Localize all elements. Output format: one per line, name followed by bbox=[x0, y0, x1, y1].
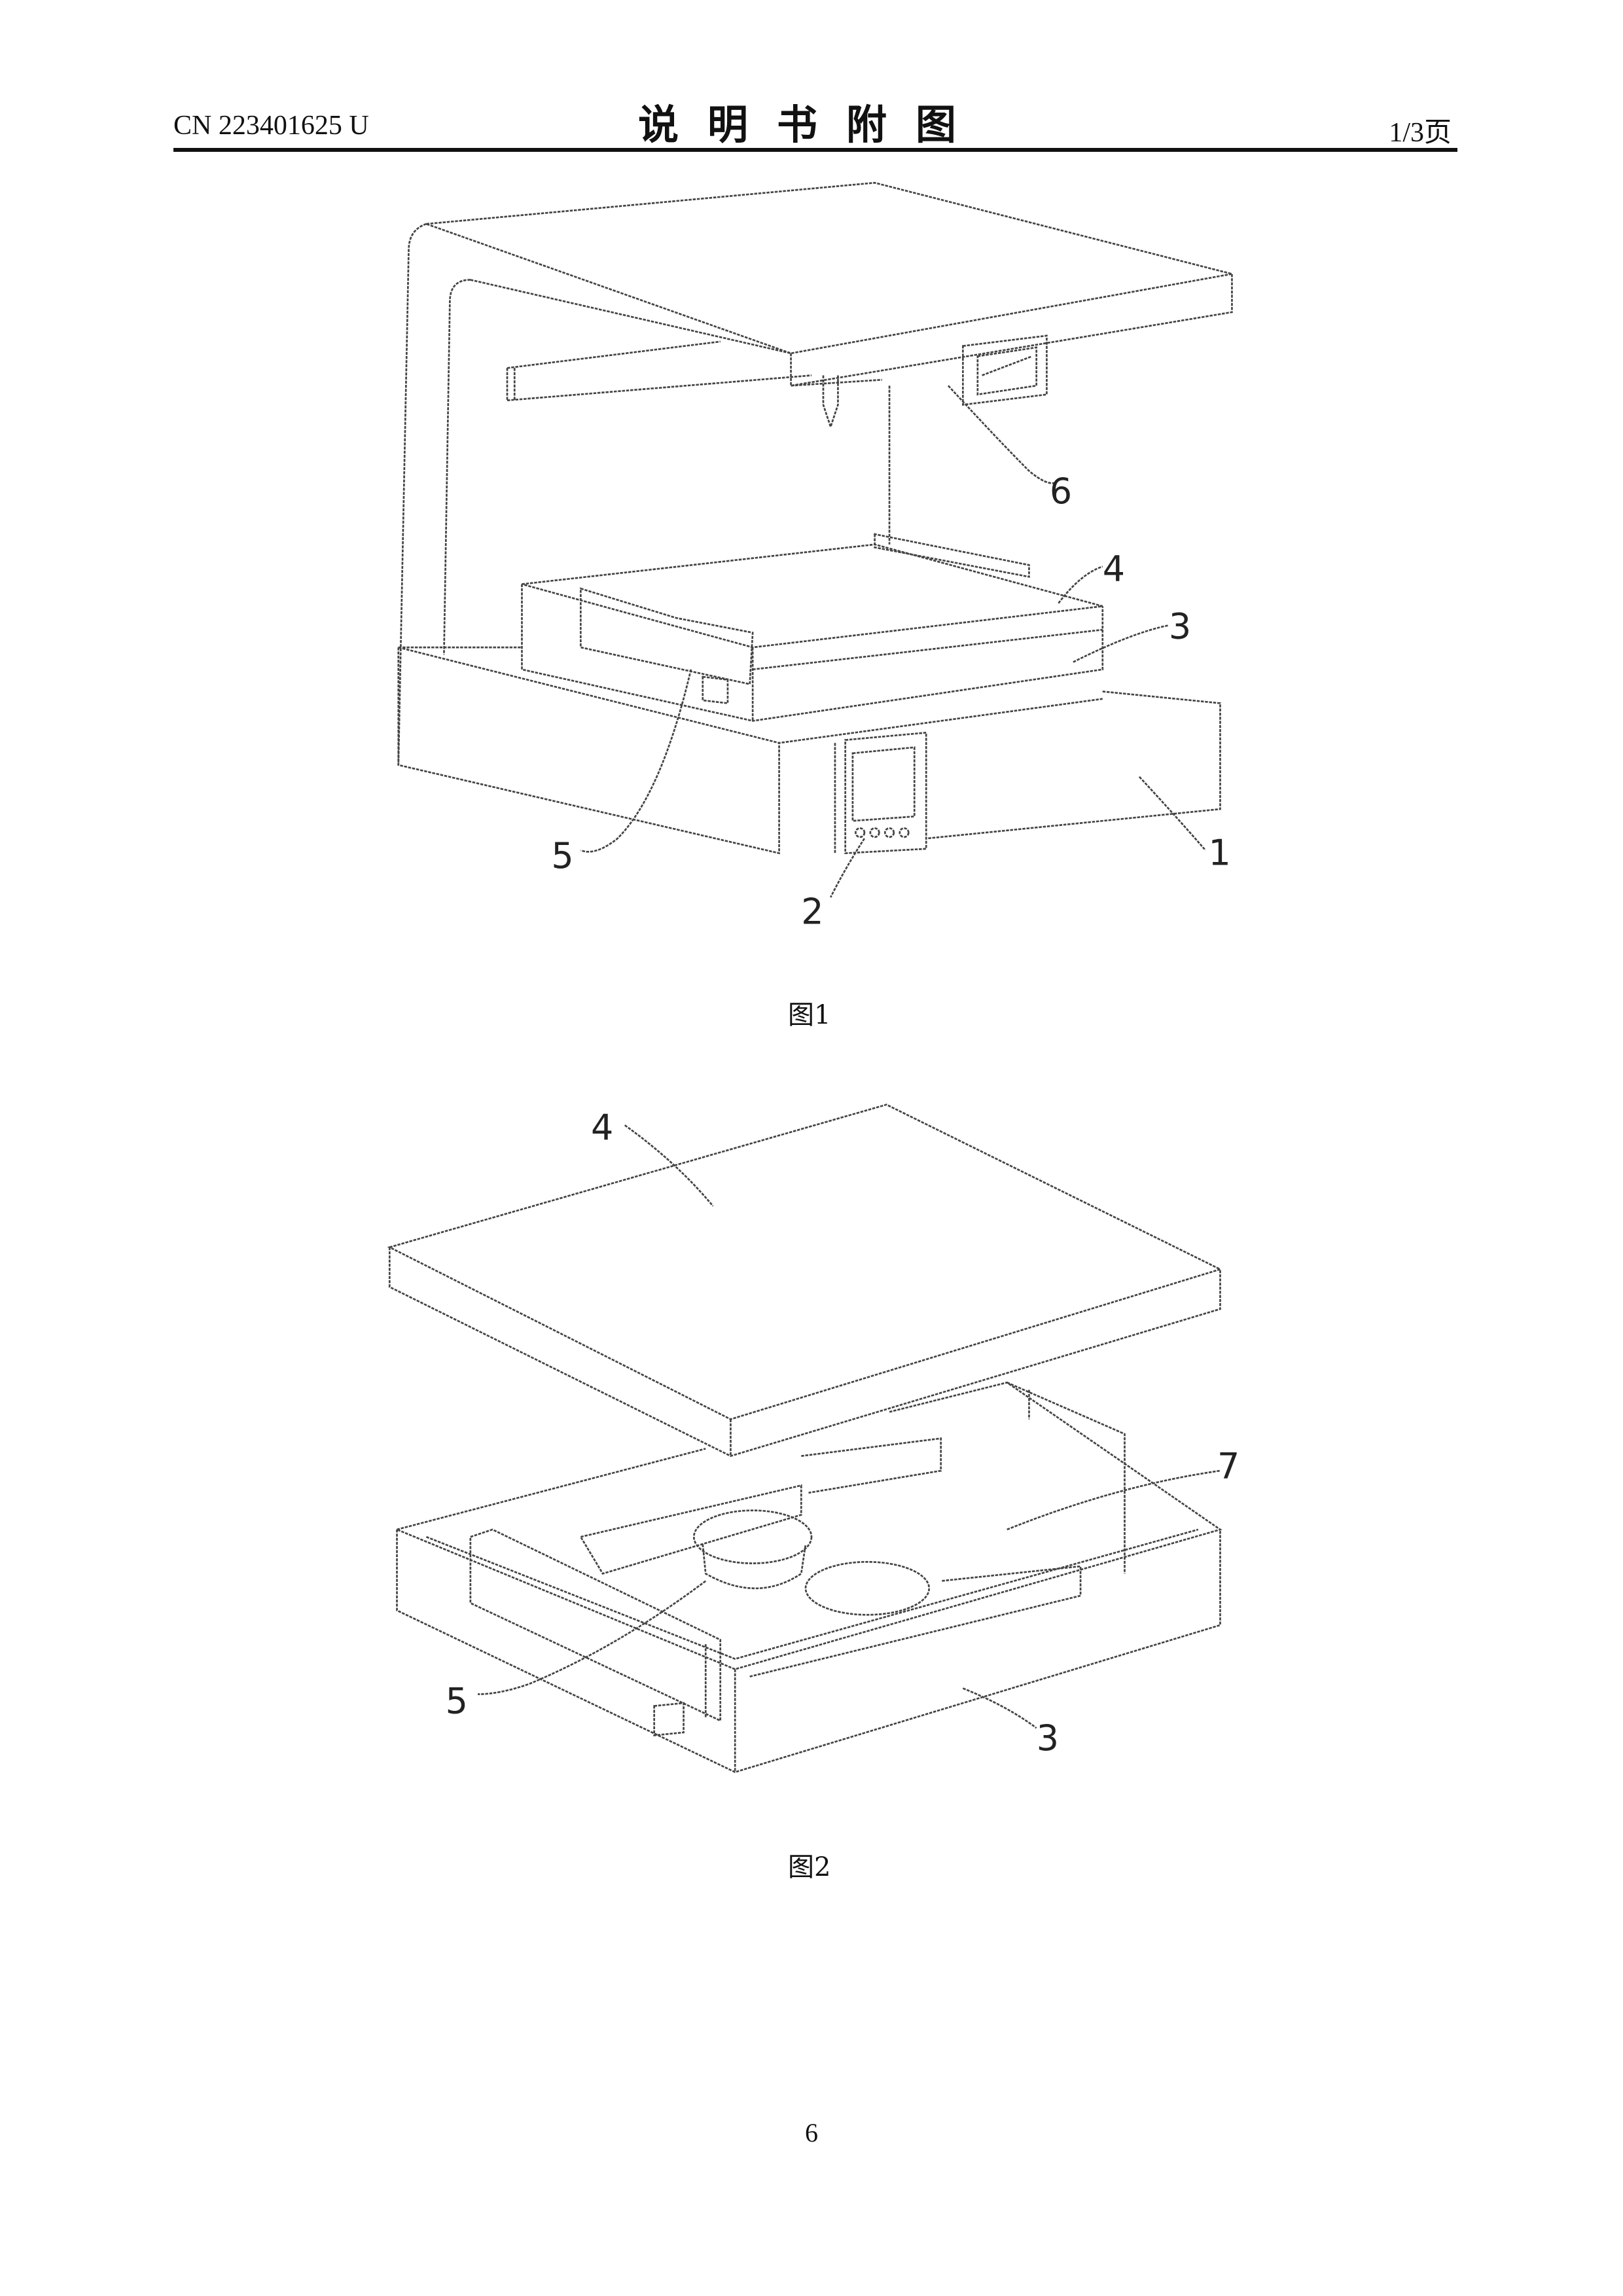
fig1-label-4: 4 bbox=[1103, 548, 1125, 590]
fig2-label-3: 3 bbox=[1037, 1717, 1059, 1759]
fig1-label-1: 1 bbox=[1209, 833, 1231, 874]
fig1-label-2: 2 bbox=[801, 891, 823, 932]
fig1-label-6: 6 bbox=[1050, 471, 1072, 512]
page-number: 6 bbox=[0, 2117, 1623, 2148]
figure-2-drawing bbox=[389, 1105, 1220, 1772]
figure-2-caption: 图2 bbox=[788, 1846, 830, 1884]
fig2-label-5: 5 bbox=[446, 1681, 468, 1722]
fig2-label-4: 4 bbox=[591, 1107, 613, 1149]
fig1-label-5: 5 bbox=[551, 835, 573, 876]
figure-1-caption: 图1 bbox=[788, 994, 830, 1031]
fig2-label-7: 7 bbox=[1217, 1445, 1240, 1486]
fig1-label-3: 3 bbox=[1169, 606, 1191, 647]
figure-1-drawing bbox=[399, 183, 1232, 897]
